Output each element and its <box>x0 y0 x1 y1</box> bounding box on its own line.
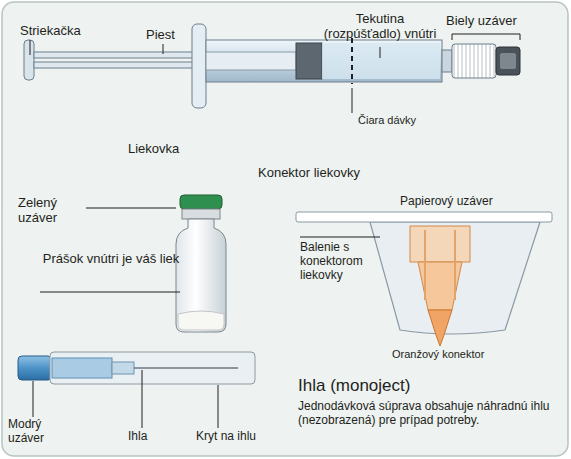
leader-lines <box>30 34 520 113</box>
part-label: Konektor liekovky <box>258 166 398 181</box>
part-label: Biely uzáver <box>446 14 546 29</box>
part-label: Liekovka <box>128 142 218 157</box>
part-label: Tekutina (rozpúšťadlo) vnútri <box>318 12 442 42</box>
heading: Ihla (monoject) <box>298 376 498 396</box>
part-label: Zelený uzáver <box>18 196 90 226</box>
part-label: Prášok vnútri je váš liek <box>36 252 186 267</box>
part-label: Striekačka <box>20 24 110 39</box>
needle <box>18 352 255 384</box>
leader-lines <box>33 370 218 428</box>
syringe <box>24 24 520 108</box>
vial-adapter-package <box>296 212 552 346</box>
part-label: Modrý uzáver <box>8 418 78 446</box>
part-label: Ihla <box>128 430 178 444</box>
leader-lines <box>40 208 180 292</box>
leader-lines <box>300 237 380 238</box>
vial <box>176 195 226 332</box>
part-label: Piest <box>146 28 206 43</box>
part-label: Oranžový konektor <box>392 348 512 361</box>
part-label: Kryt na ihlu <box>196 430 286 444</box>
part-label: Balenie s konektorom liekovky <box>300 241 390 282</box>
part-label: Čiara dávky <box>358 114 448 127</box>
note: Jednodávková súprava obsahuje náhradnú i… <box>298 400 560 428</box>
part-label: Papierový uzáver <box>400 195 540 209</box>
